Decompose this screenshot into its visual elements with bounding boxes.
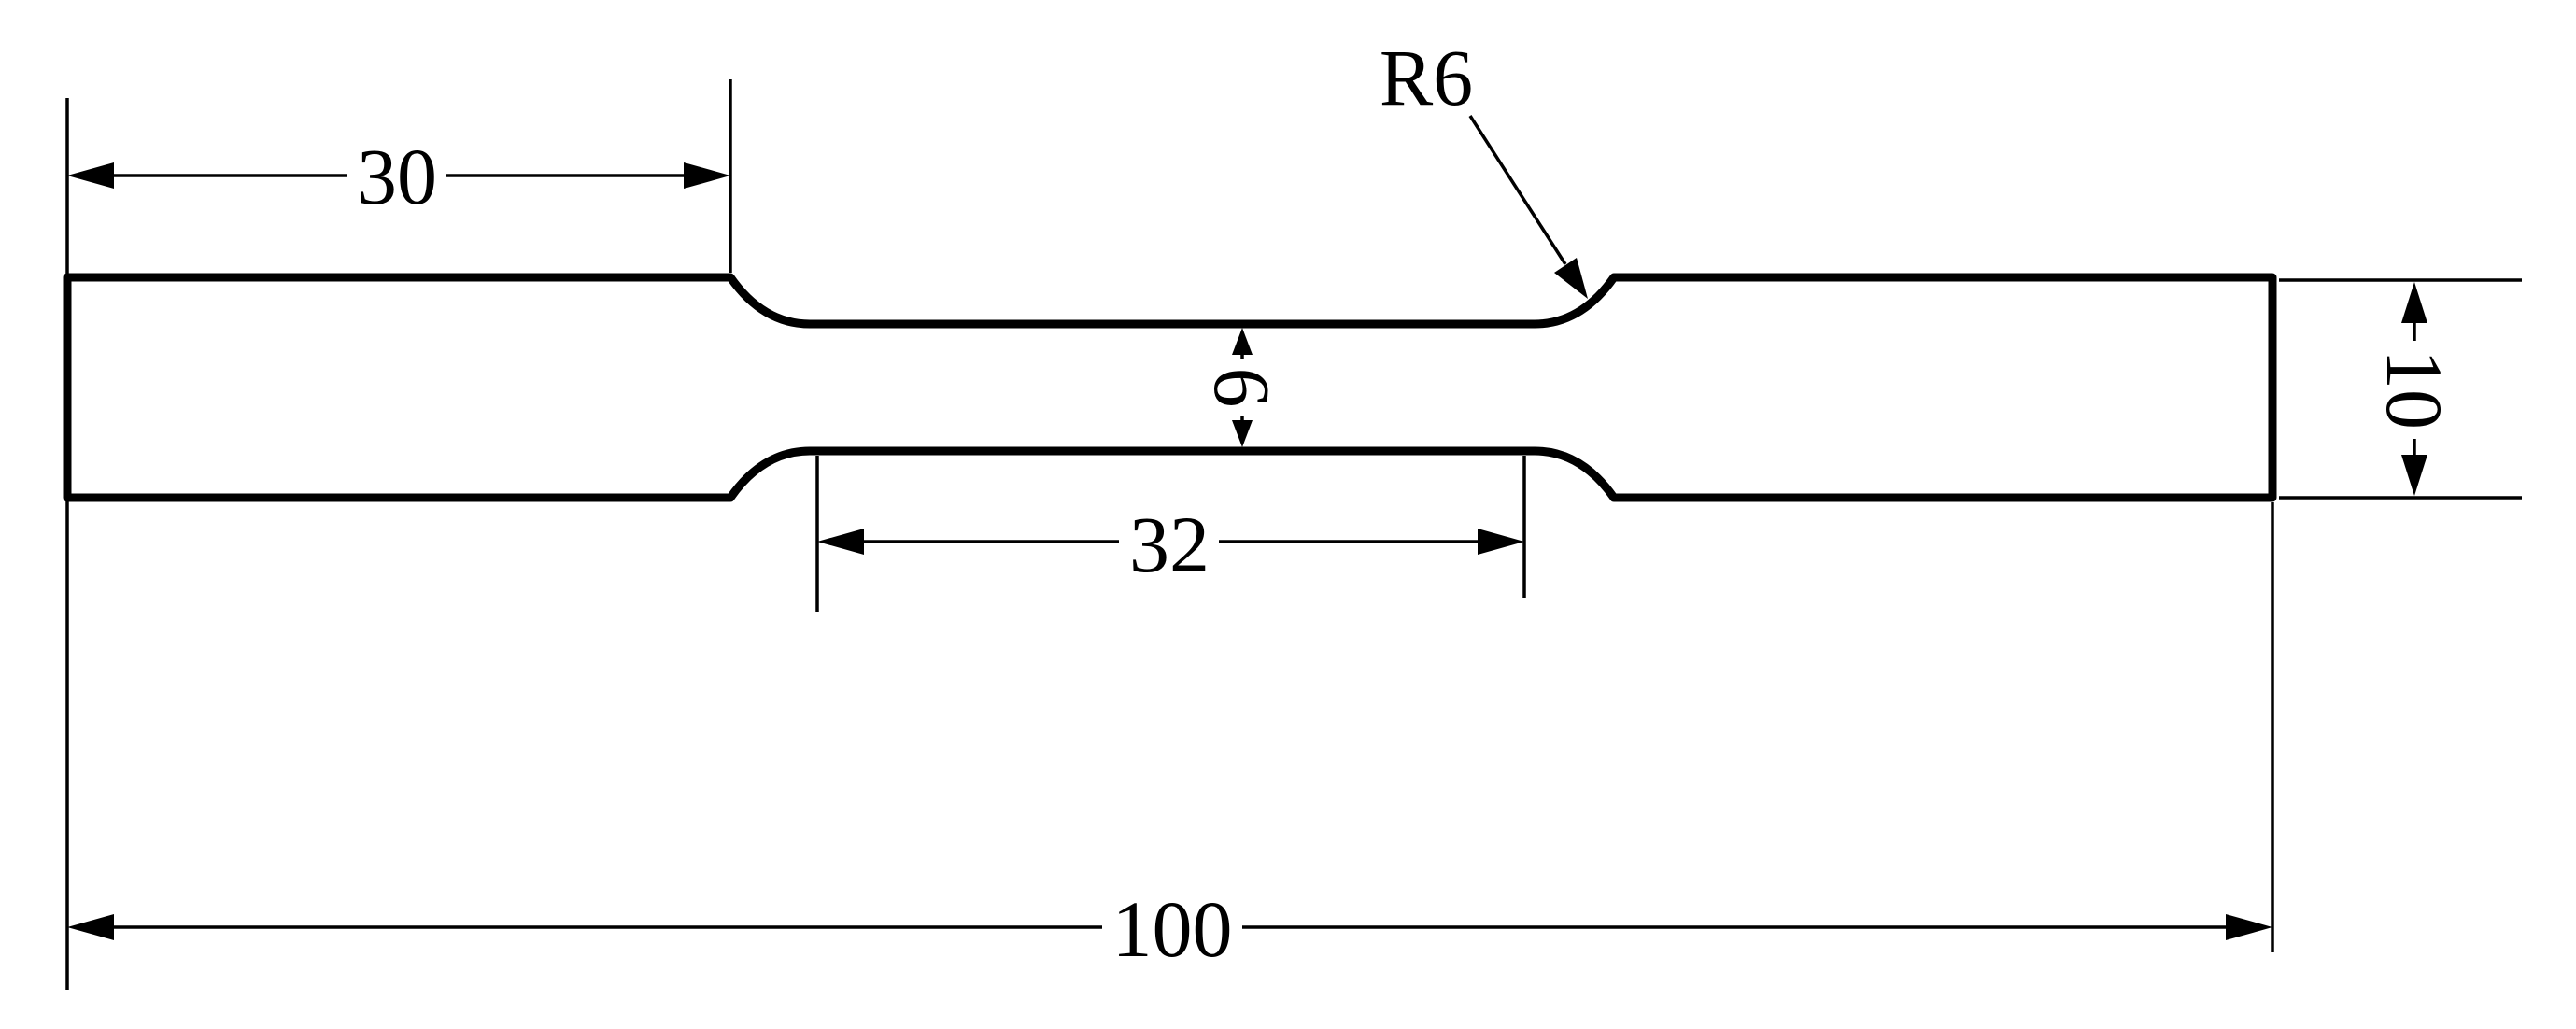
dimension-label-100: 100 (1112, 884, 1233, 974)
dimension-total-length: 100 (67, 884, 2272, 974)
dimension-gauge-width: 6 (1197, 328, 1287, 447)
specimen-outline (63, 273, 2277, 502)
dimension-label-30: 30 (357, 132, 437, 221)
dimension-fillet-radius: R6 (1380, 33, 1588, 299)
dimension-gauge-length: 32 (817, 500, 1524, 589)
arrowhead-30-left (67, 162, 114, 189)
dimension-label-6: 6 (1197, 368, 1287, 408)
dimension-grip-length: 30 (67, 132, 730, 221)
arrowhead-32-right (1478, 529, 1524, 555)
leader-line-r6 (1468, 115, 1567, 265)
arrowhead-100-left (67, 914, 114, 940)
arrowhead-r6 (1554, 258, 1588, 299)
dimension-label-10: 10 (2370, 349, 2459, 430)
label-background-6 (1224, 359, 1261, 416)
arrowhead-6-bottom (1232, 420, 1253, 447)
dimension-label-r6: R6 (1380, 33, 1473, 122)
arrowhead-6-top (1232, 328, 1253, 355)
arrowhead-10-bottom (2401, 455, 2427, 496)
dimension-grip-width: 10 (2370, 282, 2459, 496)
arrowhead-10-top (2401, 282, 2427, 323)
dimension-label-32: 32 (1129, 500, 1210, 589)
label-background-10 (2391, 341, 2438, 439)
arrowhead-100-right (2226, 914, 2272, 940)
arrowhead-30-right (684, 162, 730, 189)
arrowhead-32-left (817, 529, 864, 555)
